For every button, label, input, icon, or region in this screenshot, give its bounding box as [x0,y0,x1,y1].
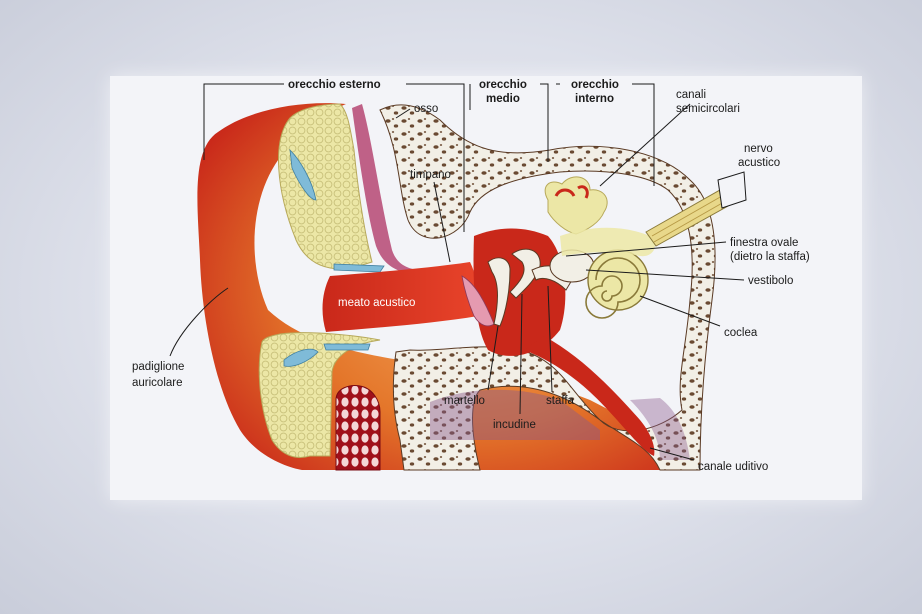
label-nervo-line1: nervo [744,143,773,155]
canal-wall-tissue [352,104,418,274]
label-osso: osso [414,103,438,115]
ossicle-hammer [487,257,511,327]
label-coclea: coclea [724,327,758,339]
region-brackets [203,83,655,232]
label-orecchio-interno-line2: interno [575,93,614,105]
inner-ear-sheath [560,227,655,257]
ear-canal [322,262,479,332]
label-vestibolo: vestibolo [748,275,793,287]
label-padiglione-line1: padiglione [132,361,184,373]
vestibule [549,249,595,283]
canal-shadow-right [630,398,690,460]
cartilage-upper [278,103,373,270]
label-staffa: staffa [546,395,575,407]
label-canale-uditivo: canale uditivo [698,461,768,473]
label-martello: martello [444,395,485,407]
label-orecchio-esterno: orecchio esterno [288,79,381,91]
label-orecchio-medio-line1: orecchio [479,79,527,91]
label-canali-line1: canali [676,89,706,101]
eustachian-tube [524,336,655,456]
leader-lines [169,103,745,461]
vessel-mid [333,263,385,273]
acoustic-nerve [645,171,747,247]
label-orecchio-interno-line1: orecchio [571,79,619,91]
label-timpano: timpano [410,169,451,181]
label-finestra-line2: (dietro la staffa) [730,251,810,263]
label-canali-line2: semicircolari [676,103,740,115]
label-meato-acustico: meato acustico [338,297,415,309]
label-finestra-line1: finestra ovale [730,237,798,249]
label-padiglione-line2: auricolare [132,377,183,389]
ossicle-anvil [509,248,541,299]
vessel-lower [283,348,319,367]
label-incudine: incudine [493,419,536,431]
eardrum [461,275,495,327]
label-orecchio-medio-line2: medio [486,93,520,105]
cochlea [585,249,649,319]
semicircular-canals [544,176,608,235]
vessel-lower-2 [323,343,371,351]
lobe-vessels [335,385,381,471]
label-nervo-line2: acustico [738,157,780,169]
vessel-upper [289,148,317,201]
canal-shadow [430,389,600,440]
